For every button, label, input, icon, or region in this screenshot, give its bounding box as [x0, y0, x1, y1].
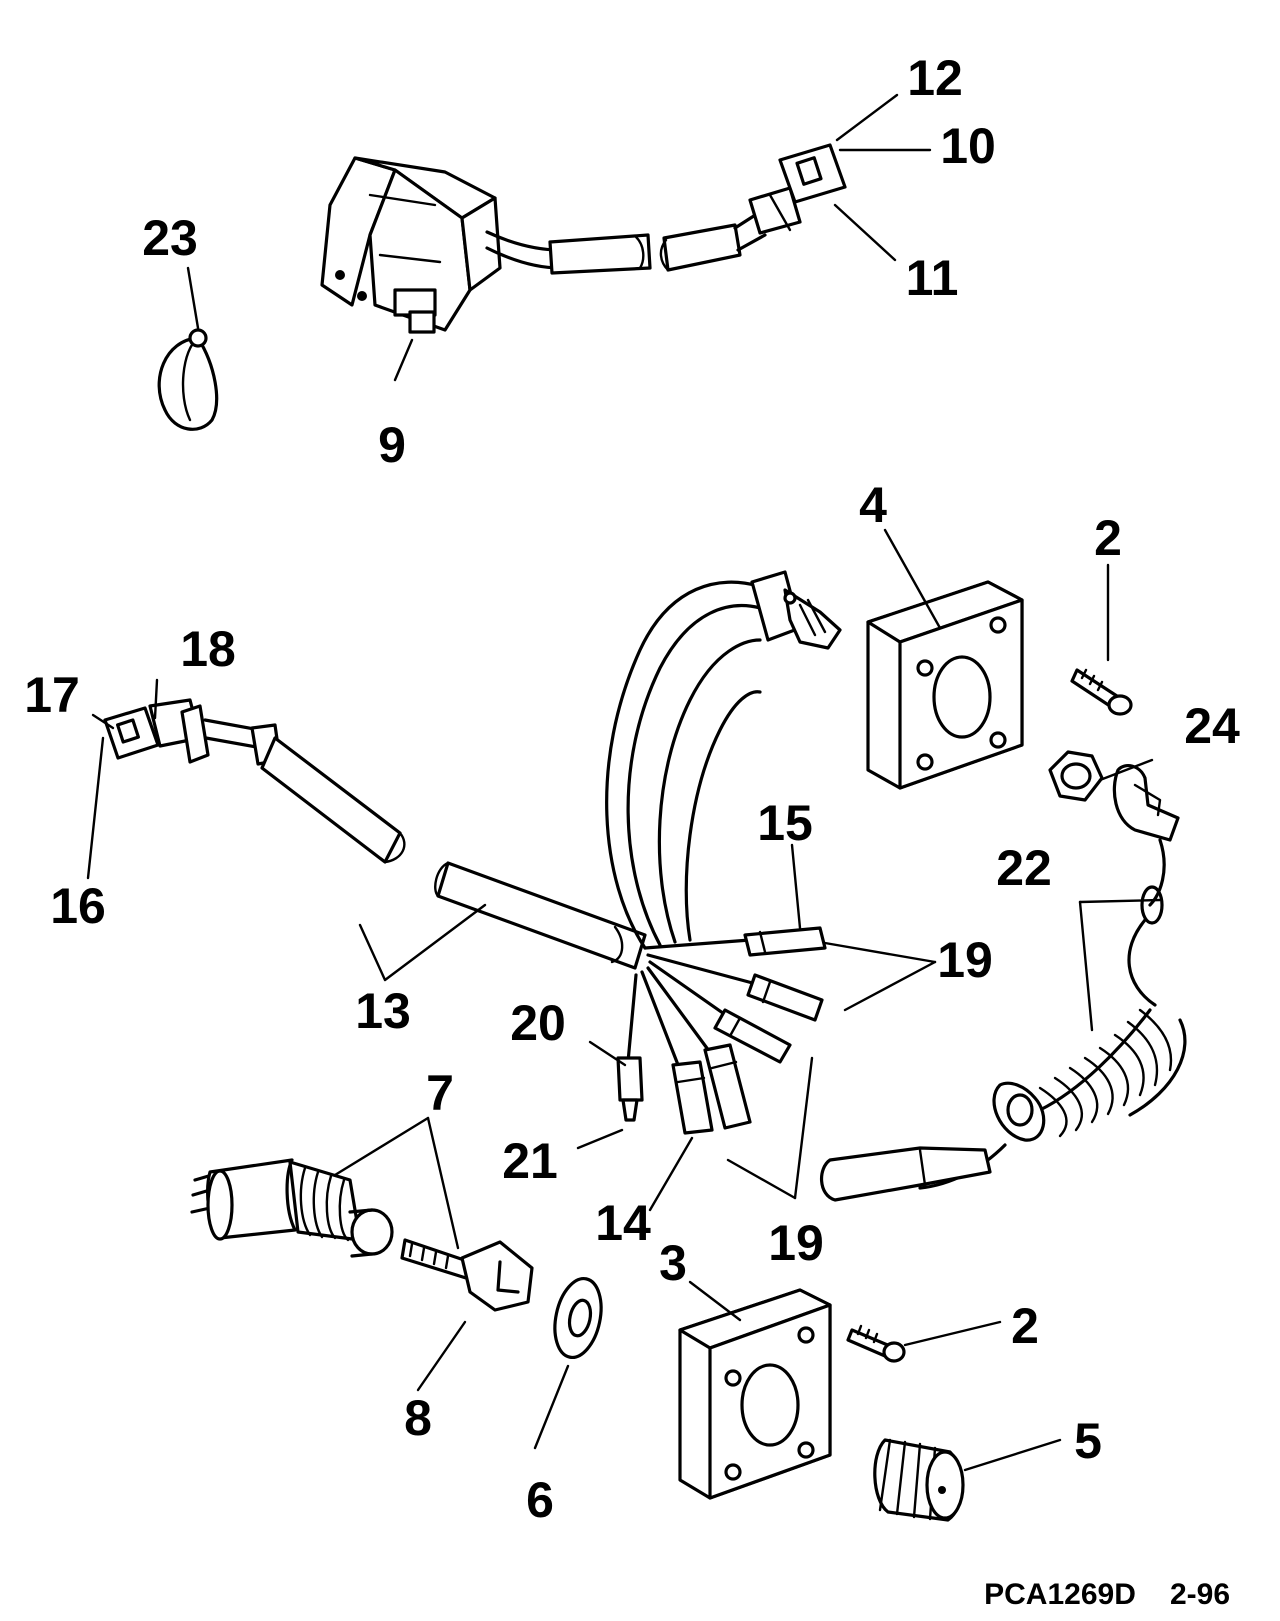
- callout-24: 24: [1184, 698, 1240, 754]
- ignition-key: [400, 1238, 534, 1312]
- figure-code: PCA1269D: [984, 1578, 1136, 1611]
- lanyard-clip: [1112, 763, 1180, 925]
- mounting-plate-lower: [678, 1288, 832, 1500]
- callout-15: 15: [757, 795, 813, 851]
- stop-switch-body: [320, 156, 502, 334]
- callout-19-upper: 19: [937, 932, 993, 988]
- ignition-switch: [190, 1158, 394, 1258]
- screw-upper: [1070, 668, 1133, 716]
- callout-6: 6: [526, 1472, 554, 1528]
- stop-switch-connector: [748, 143, 847, 235]
- callout-17: 17: [24, 667, 80, 723]
- leader-lines: [86, 93, 1162, 1472]
- lanyard-coil: [820, 838, 1187, 1202]
- callout-14: 14: [595, 1195, 651, 1251]
- callout-9: 9: [378, 417, 406, 473]
- harness-upper-loop: [605, 570, 842, 950]
- callout-2-lower: 2: [1011, 1298, 1039, 1354]
- harness-main-sheath: [434, 861, 647, 970]
- figure-date: 2-96: [1170, 1578, 1230, 1611]
- callout-13: 13: [355, 983, 411, 1039]
- callout-22: 22: [996, 840, 1052, 896]
- callout-18: 18: [180, 621, 236, 677]
- callout-10: 10: [940, 118, 996, 174]
- callout-20: 20: [510, 995, 566, 1051]
- harness-branch-wires: [626, 938, 762, 1072]
- callout-3: 3: [659, 1235, 687, 1291]
- callout-2-upper: 2: [1094, 510, 1122, 566]
- callout-19-lower: 19: [768, 1215, 824, 1271]
- cap: [873, 1438, 965, 1522]
- screw-lower: [846, 1324, 906, 1363]
- callout-5: 5: [1074, 1413, 1102, 1469]
- washer: [553, 1277, 603, 1359]
- harness-left-end: [103, 698, 406, 864]
- mounting-plate-upper: [866, 580, 1024, 790]
- callout-23: 23: [142, 210, 198, 266]
- callout-16: 16: [50, 878, 106, 934]
- harness-terminals: [616, 926, 827, 1135]
- callout-4: 4: [859, 477, 887, 533]
- callout-21: 21: [502, 1133, 558, 1189]
- tie-strap: [157, 328, 219, 431]
- nut: [1048, 750, 1104, 802]
- stop-switch-cable: [485, 210, 767, 275]
- callout-12: 12: [907, 50, 963, 106]
- callout-8: 8: [404, 1390, 432, 1446]
- callout-7: 7: [426, 1065, 454, 1121]
- callout-11: 11: [906, 250, 959, 306]
